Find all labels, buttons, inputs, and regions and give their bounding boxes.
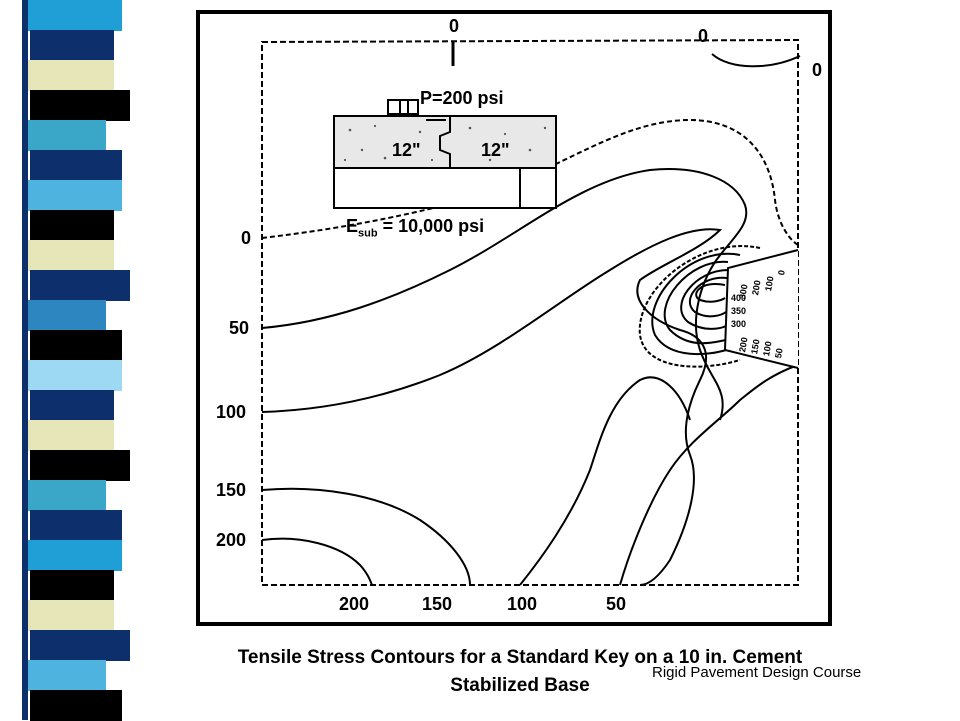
esub-label: Esub = 10,000 psi: [346, 216, 485, 240]
strip-block: [30, 570, 114, 601]
strip-block: [22, 540, 122, 571]
figure-caption: Tensile Stress Contours for a Standard K…: [140, 644, 900, 700]
contour-100-bottom: [519, 376, 691, 586]
plot-boundary: [261, 38, 799, 586]
contour-300: [680, 269, 729, 330]
caption-line-2: Stabilized Base: [450, 675, 590, 696]
strip-block: [30, 210, 114, 241]
contour-50-bottom: [619, 364, 799, 586]
key-label-mid-2: 350: [731, 306, 747, 316]
contour-150-key: [638, 245, 761, 368]
bottom-label-50: 50: [606, 594, 627, 614]
contour-0-topright: [711, 53, 801, 68]
contour-400: [695, 283, 726, 303]
strip-block: [22, 60, 114, 91]
dimension-left: 12": [392, 140, 421, 160]
pavement-sketch: [333, 99, 557, 209]
key-label-bot-4: 50: [773, 347, 785, 359]
strip-block: [30, 150, 122, 181]
key-label-mid-1: 400: [731, 293, 747, 303]
top-label-3: 0: [812, 60, 823, 80]
strip-block: [30, 690, 122, 721]
strip-block: [22, 480, 106, 511]
contour-100: [261, 228, 723, 586]
strip-block: [30, 90, 130, 121]
bottom-label-100: 100: [507, 594, 538, 614]
contour-0: [261, 118, 799, 246]
strip-block: [30, 510, 122, 541]
strip-block: [30, 270, 130, 301]
strip-block: [30, 330, 122, 361]
strip-block: [22, 0, 122, 31]
strip-block: [30, 30, 114, 61]
strip-block: [22, 180, 122, 211]
strip-block: [30, 630, 130, 661]
bottom-label-150: 150: [422, 594, 453, 614]
strip-block: [22, 240, 114, 271]
contour-200: [261, 537, 373, 586]
contour-250: [663, 260, 729, 345]
strip-block: [22, 360, 122, 391]
top-label-2: 0: [698, 26, 709, 46]
slab-layer: [333, 115, 557, 169]
strip-block: [22, 300, 106, 331]
contour-350: [688, 276, 728, 318]
strip-block: [22, 660, 106, 691]
left-label-150: 150: [216, 480, 247, 500]
key-label-mid-3: 300: [731, 319, 747, 329]
base-layer: [333, 167, 557, 209]
strip-block: [22, 420, 114, 451]
strip-block: [30, 390, 114, 421]
key-joint: [439, 116, 451, 168]
left-label-200: 200: [216, 530, 247, 550]
course-footer: Rigid Pavement Design Course: [652, 664, 862, 681]
slab-stipple: [343, 124, 547, 162]
strip-block: [22, 600, 114, 631]
load-label: P=200 psi: [420, 88, 504, 108]
contour-150: [261, 487, 471, 586]
left-label-100: 100: [216, 402, 247, 422]
strip-edge: [22, 0, 28, 720]
key-notch: [723, 249, 799, 369]
left-label-50: 50: [229, 318, 250, 338]
top-label-1: 0: [449, 16, 460, 36]
decorative-strip: [0, 0, 130, 721]
strip-block: [22, 120, 106, 151]
strip-block: [30, 450, 130, 481]
contour-200-key: [651, 252, 741, 356]
bottom-label-200: 200: [339, 594, 370, 614]
caption-line-1: Tensile Stress Contours for a Standard K…: [237, 647, 803, 668]
dimension-right: 12": [481, 140, 510, 160]
left-label-0: 0: [241, 228, 252, 248]
load-plate: [387, 99, 419, 115]
